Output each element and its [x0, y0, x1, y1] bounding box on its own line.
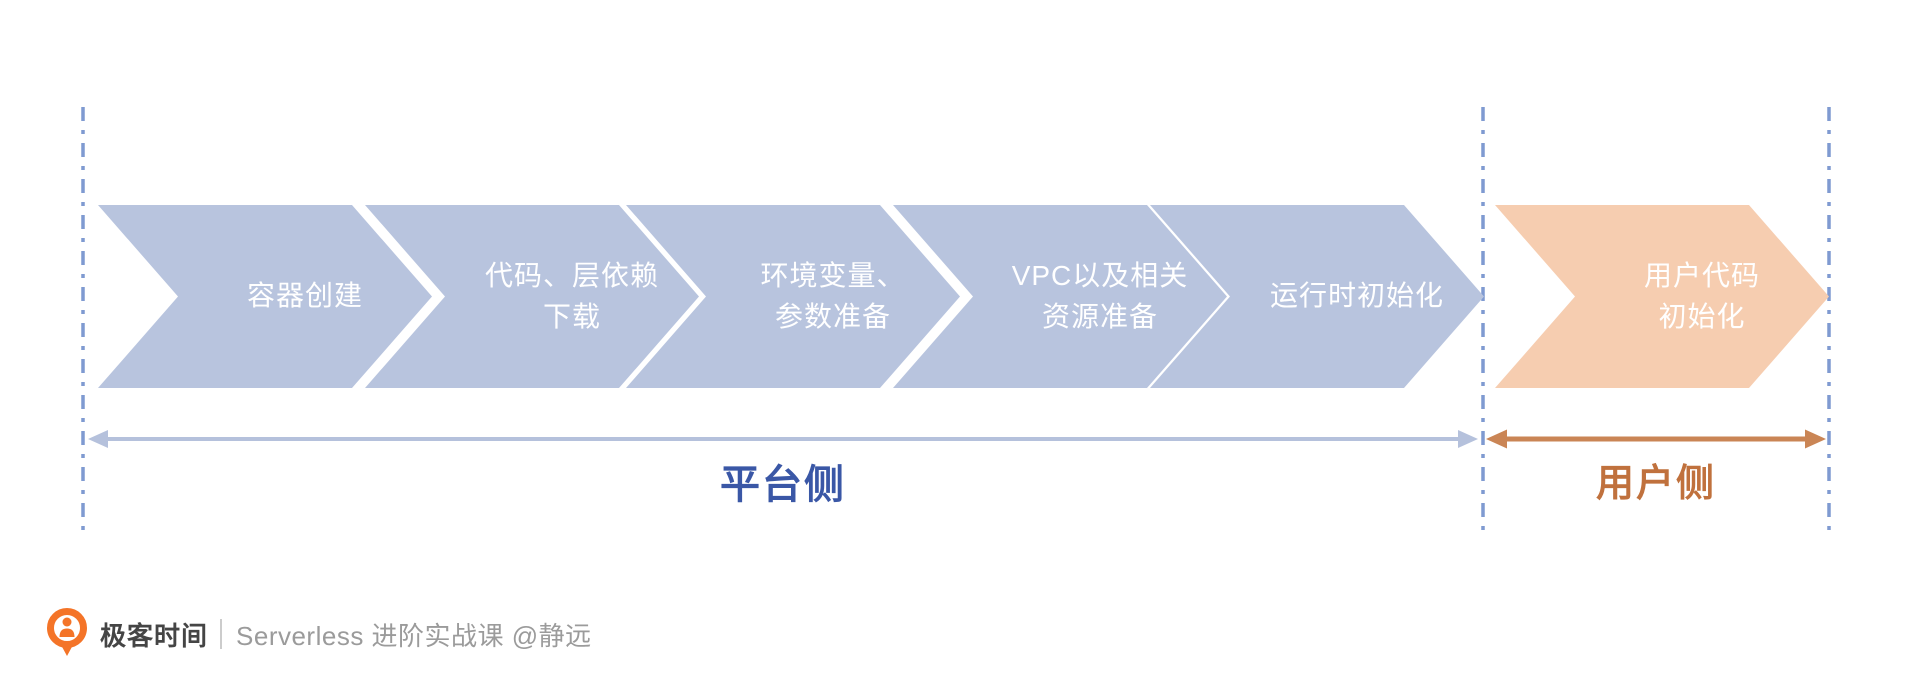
- chevron-step-label: 容器创建: [246, 280, 363, 312]
- chevron-step-label: 初始化: [1658, 300, 1746, 332]
- geektime-logo-icon: [47, 608, 87, 656]
- platform-side-label: 平台侧: [720, 463, 846, 507]
- chevron-step-label: 下载: [542, 300, 601, 332]
- course-subtitle: Serverless 进阶实战课 @静远: [236, 620, 592, 651]
- user-side-label: 用户侧: [1595, 463, 1716, 505]
- chevron-step-label: 代码、层依赖: [484, 259, 659, 291]
- chevron-step-label: 运行时初始化: [1269, 280, 1444, 312]
- chevron-step-label: 用户代码: [1643, 259, 1760, 291]
- footer-branding: 极客时间 Serverless 进阶实战课 @静远: [44, 608, 592, 660]
- footer-divider: [220, 619, 223, 649]
- chevron-step-label: 资源准备: [1041, 300, 1158, 332]
- chevron-step-label: 环境变量、: [760, 259, 906, 291]
- chevron-step-container-create: 容器创建: [98, 205, 432, 388]
- user-range-arrow: [1486, 429, 1826, 449]
- chevron-step-label: VPC以及相关: [1011, 259, 1189, 291]
- platform-range-arrow: [88, 430, 1478, 448]
- chevron-step-label: 参数准备: [774, 300, 891, 332]
- brand-name: 极客时间: [100, 620, 209, 651]
- chevron-step-user-code-init: 用户代码 初始化: [1495, 205, 1829, 388]
